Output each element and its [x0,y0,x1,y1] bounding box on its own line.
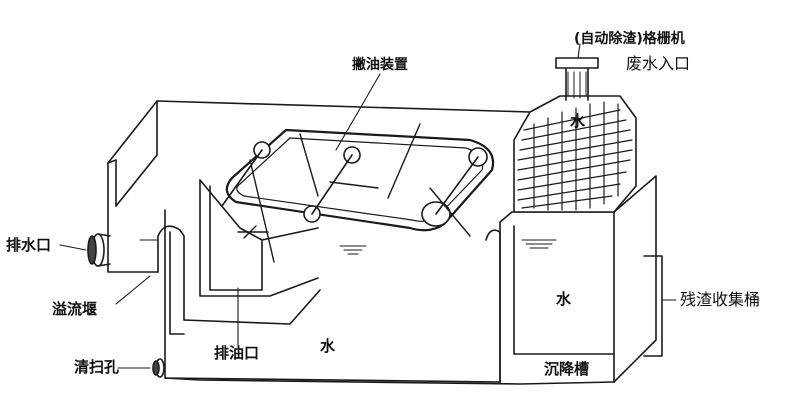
grille-screen [513,95,637,213]
overflow-weir-face [169,231,185,335]
sed-tank-right-side [613,175,657,383]
tank-bottom-edge [164,377,615,385]
sed-tank-weir [485,229,501,383]
water-label-right: 水 [556,290,572,308]
water-label-grille: 水 [570,112,586,130]
label-sedimentation-tank: 沉降槽 [544,360,590,378]
overflow-weir [157,225,185,321]
drain-pipe [87,233,111,267]
inlet-pipe [555,57,599,101]
tank-front-floor [183,289,321,325]
sed-tank-inner-wall [513,225,615,355]
label-overflow-weir: 溢流堰 [52,300,98,318]
tank-left-wall [107,162,159,273]
label-residue-bucket: 残渣收集桶 [680,290,761,309]
label-oil-skimmer: 撇油装置 [352,57,408,73]
label-wastewater-inlet: 废水入口 [626,54,691,73]
leader-lines [59,43,677,369]
tank-left-lip [107,159,117,207]
leader-oil-skimmer [335,73,381,151]
water-surface-marks [139,239,557,255]
label-oil-outlet: 排油口 [214,344,260,362]
label-cleanout-hole: 清扫孔 [74,358,120,376]
label-drain-outlet: 排水口 [6,236,52,254]
oil-trough [199,179,319,297]
leader-drain [59,244,87,251]
skimmer-rollers [221,141,488,227]
leader-overflow [115,275,151,305]
oil-trough-inner [209,185,263,291]
residue-bucket [643,255,663,357]
leader-inlet [577,43,581,59]
oil-trough-rim [199,179,319,241]
skimmer-plates [237,123,471,263]
cleanout-pipe [152,358,165,378]
tank-left-wall-inner [115,100,158,207]
label-grille-machine: (自动除渣)格栅机 [574,31,685,47]
water-label-center: 水 [320,337,336,355]
